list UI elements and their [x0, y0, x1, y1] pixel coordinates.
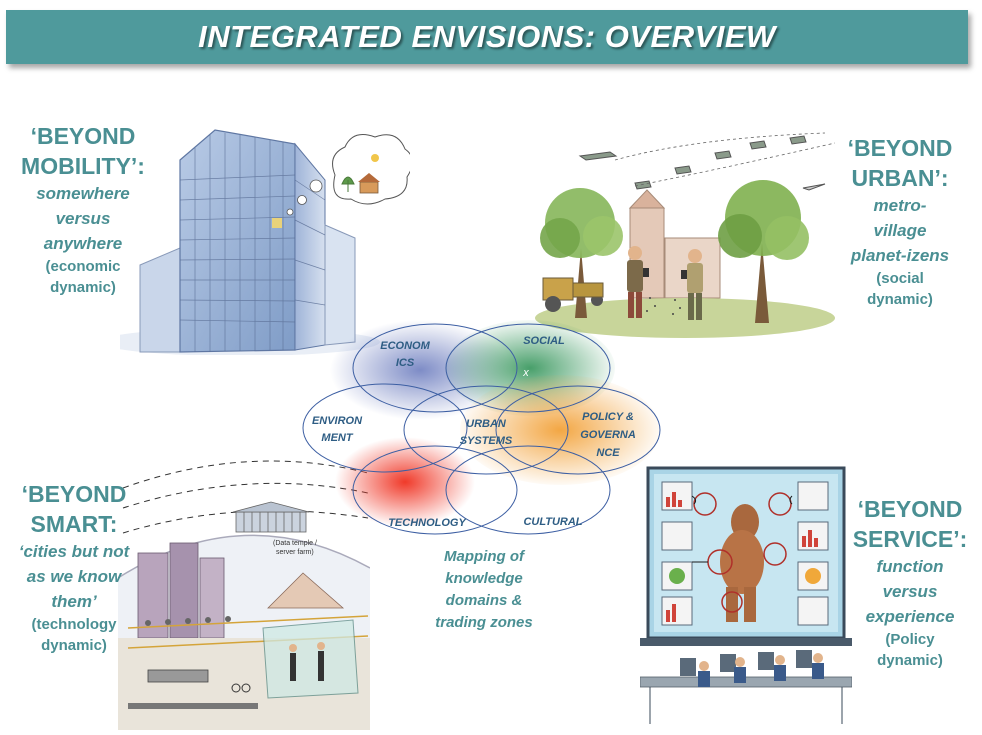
- caption-sub-line-3: anywhere: [43, 234, 123, 253]
- caption-dynamic-line-1: (social: [876, 270, 924, 287]
- label-environment-line-2: MENT: [321, 432, 353, 444]
- caption-head-line-2: SERVICE’:: [852, 526, 968, 552]
- caption-dynamic-line-2: dynamic): [867, 291, 933, 308]
- label-economics-line-1: ECONOM: [380, 340, 430, 352]
- caption-sub-line-1: function: [876, 557, 944, 576]
- caption-dynamic-line-2: dynamic): [50, 279, 116, 296]
- caption-beyond-mobility: ‘BEYOND MOBILITY’: somewhere versus anyw…: [8, 121, 158, 298]
- caption-sub-line-1: ‘cities but not: [18, 542, 130, 561]
- caption-dynamic-line-1: (Policy: [885, 631, 935, 648]
- economics-circle: [352, 323, 518, 413]
- caption-dynamic-line-1: (technology: [31, 616, 117, 633]
- label-policy-line-3: NCE: [596, 447, 620, 459]
- village-illustration: [535, 132, 835, 338]
- mapping-caption-line-4: trading zones: [435, 614, 533, 631]
- mapping-caption: Mapping of knowledge domains & trading z…: [404, 546, 564, 634]
- label-urban-systems-line-2: SYSTEMS: [460, 435, 513, 447]
- policy-glow: [460, 375, 660, 485]
- caption-head-line-2: MOBILITY’:: [21, 153, 145, 179]
- caption-sub-line-3: planet-izens: [850, 246, 950, 265]
- smart-city-illustration: (Data temple / server farm): [118, 460, 370, 730]
- label-economics-line-2: ICS: [396, 357, 415, 369]
- caption-sub-line-1: somewhere: [36, 184, 130, 203]
- caption-head-line-1: ‘BEYOND: [30, 123, 136, 149]
- label-social: SOCIAL: [523, 335, 565, 347]
- caption-head-line-2: SMART:: [30, 511, 118, 537]
- caption-beyond-smart: ‘BEYOND SMART: ‘cities but not as we kno…: [0, 479, 148, 656]
- label-technology: TECHNOLOGY: [388, 517, 467, 529]
- policy-governance-circle: [495, 385, 661, 475]
- label-urban-systems-line-1: URBAN: [466, 418, 507, 430]
- label-policy-line-1: POLICY &: [582, 411, 634, 423]
- mapping-caption-line-3: domains &: [445, 592, 523, 609]
- title-banner: INTEGRATED ENVISIONS: OVERVIEW: [6, 10, 968, 64]
- caption-head-line-1: ‘BEYOND: [857, 496, 963, 522]
- caption-dynamic-line-2: dynamic): [41, 637, 107, 654]
- skyscraper-illustration: [120, 129, 410, 355]
- control-room-illustration: [640, 466, 852, 724]
- caption-sub-line-3: them’: [51, 592, 97, 611]
- caption-head-line-1: ‘BEYOND: [21, 481, 127, 507]
- caption-sub-line-2: versus: [882, 582, 938, 601]
- caption-dynamic-line-2: dynamic): [877, 652, 943, 669]
- urban-systems-circle: [403, 385, 569, 475]
- label-cultural: CULTURAL: [523, 516, 582, 528]
- page-title: INTEGRATED ENVISIONS: OVERVIEW: [198, 19, 776, 54]
- sketch-note-line-2: server farm): [276, 549, 314, 556]
- caption-head-line-2: URBAN’:: [851, 165, 949, 191]
- caption-head-line-1: ‘BEYOND: [847, 135, 953, 161]
- caption-beyond-urban: ‘BEYOND URBAN’: metro- village planet-iz…: [830, 133, 970, 310]
- mapping-caption-line-1: Mapping of: [444, 548, 524, 565]
- label-x-mark: x: [522, 367, 529, 379]
- knowledge-domains-venn: ECONOM ICS SOCIAL x ENVIRON MENT URBAN S…: [302, 320, 661, 535]
- technology-glow: [335, 437, 475, 527]
- technology-circle: [352, 445, 518, 535]
- label-environment-line-1: ENVIRON: [312, 415, 363, 427]
- caption-dynamic-line-1: (economic: [45, 258, 121, 275]
- caption-sub-line-2: as we know: [26, 567, 122, 586]
- caption-sub-line-1: metro-: [873, 196, 927, 215]
- caption-sub-line-2: village: [873, 221, 927, 240]
- cultural-circle: [445, 445, 611, 535]
- sketch-note-line-1: (Data temple /: [273, 540, 317, 547]
- label-policy-line-2: GOVERNA: [580, 429, 636, 441]
- social-circle: [445, 323, 611, 413]
- caption-sub-line-2: versus: [55, 209, 111, 228]
- caption-beyond-service: ‘BEYOND SERVICE’: function versus experi…: [846, 494, 974, 671]
- caption-sub-line-3: experience: [865, 607, 955, 626]
- environment-circle: [302, 383, 468, 473]
- mapping-caption-line-2: knowledge: [445, 570, 523, 587]
